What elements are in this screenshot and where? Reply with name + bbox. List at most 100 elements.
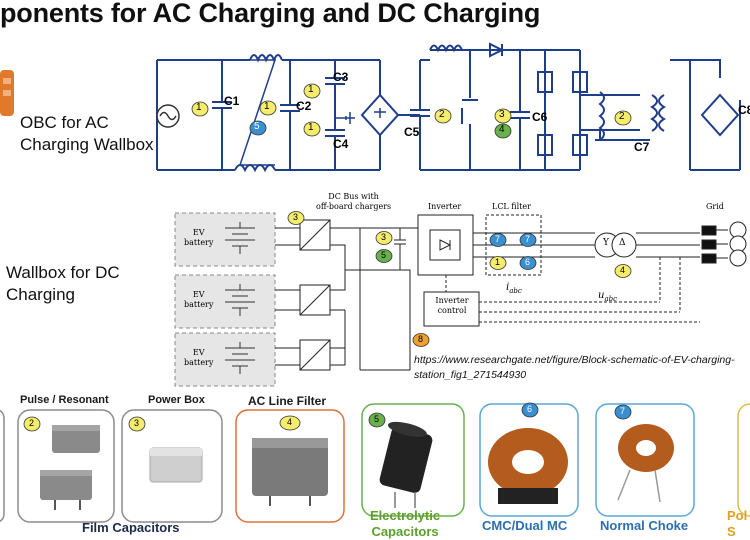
dc-badge-5-label: 5 <box>381 250 387 260</box>
cat-badge-2 <box>23 416 41 432</box>
ev-battery-3-ev: EV <box>192 348 205 357</box>
cat-badge-5-label: 5 <box>374 414 380 424</box>
ac-badge-1a <box>191 101 209 117</box>
ac-badge-1b <box>259 100 277 116</box>
cat-badge-3 <box>128 416 146 432</box>
dc-badge-8-label: 8 <box>418 334 424 344</box>
page-title: ponents for AC Charging and DC Charging <box>0 0 541 28</box>
dc-badge-8 <box>412 333 430 347</box>
ac-badge-1c-label: 1 <box>308 84 314 95</box>
cat-badge-5 <box>368 412 386 428</box>
choke-inductor-image <box>617 424 674 503</box>
cat-badge-3-label: 3 <box>134 418 140 428</box>
label-c2: C2 <box>296 99 312 113</box>
label-c1: C1 <box>224 94 240 108</box>
ev-battery-1: EV battery <box>184 228 213 248</box>
cat-badge-7 <box>614 404 632 420</box>
credit-line2: station_fig1_271544930 <box>414 369 527 381</box>
dc-badge-3-bus <box>375 231 393 245</box>
dc-bus-line1: DC Bus with <box>328 192 379 201</box>
poly-line2: S <box>727 524 736 539</box>
electrolytic-capacitor-image <box>379 421 433 508</box>
cat-badge-6-label: 6 <box>527 404 533 414</box>
credit-line1: https://www.researchgate.net/figure/Bloc… <box>414 354 735 366</box>
label-c8: C8 <box>738 103 750 117</box>
i-abc-sub: abc <box>509 287 522 295</box>
i-abc-label: iabc <box>506 282 522 295</box>
obc-label: OBC for AC Charging Wallbox <box>20 112 154 156</box>
inverter-control-line2: control <box>437 306 467 315</box>
dc-badge-4-label: 4 <box>620 265 626 275</box>
ac-badge-5 <box>249 120 267 136</box>
electrolytic-label: Electrolytic Capacitors <box>370 508 440 540</box>
dc-badge-6 <box>519 256 537 270</box>
dc-badge-3-bus-label: 3 <box>381 232 387 242</box>
ev-battery-3-battery: battery <box>184 358 214 367</box>
electrolytic-line1: Electrolytic <box>370 508 441 523</box>
ac-source-icon <box>156 104 180 128</box>
cmc-label: CMC/Dual MC <box>482 518 568 533</box>
dc-badge-5 <box>375 249 393 263</box>
cat-badge-4-label: 4 <box>287 417 293 427</box>
cat-badge-6 <box>521 402 539 418</box>
i-abc-main: i <box>506 282 510 293</box>
dc-label-line1: Wallbox for DC <box>6 263 120 282</box>
inverter-control-line1: Inverter <box>435 296 469 305</box>
poly-label: Pol S <box>727 508 747 540</box>
ac-badge-1c <box>303 83 321 99</box>
power-box-capacitor-image <box>149 447 203 483</box>
dc-badge-3-top <box>287 211 305 225</box>
ac-badge-4-label: 4 <box>499 124 505 135</box>
u-abc-main: u <box>598 290 605 301</box>
label-c5: C5 <box>404 125 420 139</box>
cat-badge-4 <box>279 415 301 431</box>
lcl-filter-label: LCL filter <box>492 202 531 211</box>
cat-title-pulse: Pulse / Resonant <box>20 394 109 406</box>
ev-battery-1-ev: EV <box>192 228 205 237</box>
ac-badge-1a-label: 1 <box>196 102 202 113</box>
grid-label: Grid <box>706 202 724 211</box>
dc-bus-label: DC Bus with off-board chargers <box>316 192 391 212</box>
u-abc-sub: abc <box>604 295 618 303</box>
ev-battery-2-battery: battery <box>184 300 214 309</box>
ac-badge-1d-label: 1 <box>308 122 314 133</box>
box-poly <box>737 403 750 517</box>
poly-line1: Pol <box>727 508 748 523</box>
dc-schematic <box>174 212 747 387</box>
obc-label-line2: Charging Wallbox <box>20 135 154 154</box>
ac-badge-4 <box>494 123 512 139</box>
dc-bus-line2: off-board chargers <box>316 202 392 211</box>
source-credit: https://www.researchgate.net/figure/Bloc… <box>414 353 750 383</box>
dc-badge-1-label: 1 <box>495 257 501 267</box>
label-c7: C7 <box>634 140 650 154</box>
cmc-inductor-image <box>488 428 568 504</box>
dc-badge-6-label: 6 <box>525 257 531 267</box>
ac-badge-2b-label: 2 <box>619 111 625 122</box>
label-c3: C3 <box>333 70 349 84</box>
ac-obc-schematic <box>156 42 741 173</box>
ev-battery-2-ev: EV <box>192 290 205 299</box>
cat-title-power-box: Power Box <box>148 394 205 406</box>
label-c4: C4 <box>333 137 349 151</box>
dc-badge-1 <box>489 256 507 270</box>
inverter-label: Inverter <box>428 202 462 211</box>
ac-badge-3 <box>494 108 512 124</box>
inverter-control-label: Inverter control <box>430 296 474 316</box>
dc-badge-7a <box>489 233 507 247</box>
charger-icon <box>0 70 14 116</box>
label-c6: C6 <box>532 110 548 124</box>
pulse-capacitor-image <box>40 425 100 510</box>
ac-badge-2a <box>434 108 452 124</box>
ev-battery-1-battery: battery <box>184 238 214 247</box>
ev-battery-3: EV battery <box>184 348 213 368</box>
obc-label-line1: OBC for AC <box>20 113 109 132</box>
ac-line-filter-capacitor-image <box>252 438 328 506</box>
u-abc-label: uabc <box>598 290 617 303</box>
cat-badge-7-label: 7 <box>620 406 626 416</box>
ac-badge-2b <box>614 110 632 126</box>
dc-label-line2: Charging <box>6 285 75 304</box>
dc-wallbox-label: Wallbox for DC Charging <box>6 262 120 306</box>
dc-badge-7a-label: 7 <box>495 234 501 244</box>
choke-label: Normal Choke <box>600 518 689 533</box>
